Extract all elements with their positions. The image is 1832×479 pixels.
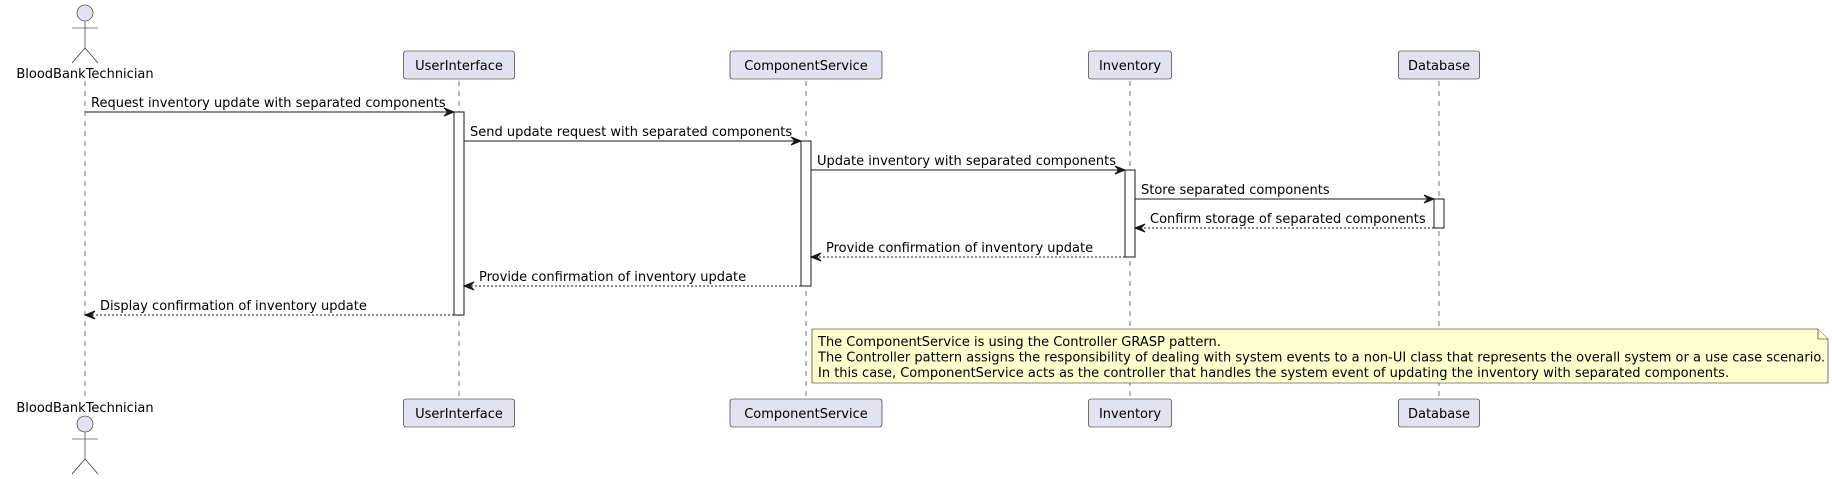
participant-label: Database — [1408, 407, 1470, 422]
arrowhead-icon — [443, 107, 456, 117]
participant-service-bottom: ComponentService — [729, 398, 883, 428]
message-7: Provide confirmation of inventory update — [462, 270, 801, 291]
participant-label: ComponentService — [744, 407, 868, 422]
arrowhead-icon — [83, 310, 96, 320]
participant-box — [729, 50, 883, 80]
participant-box — [403, 398, 515, 428]
activation-bar-ui — [453, 111, 465, 316]
arrowhead-icon — [790, 136, 803, 146]
participant-service-top: ComponentService — [729, 50, 883, 80]
activation-bar-database — [1433, 198, 1445, 229]
note-line: The ComponentService is using the Contro… — [817, 335, 1221, 350]
message-label: Request inventory update with separated … — [91, 96, 446, 111]
message-3: Update inventory with separated componen… — [811, 154, 1127, 175]
arrowhead-icon — [1423, 194, 1436, 204]
activation-bar-inventory — [1124, 169, 1136, 258]
note-fold-icon — [1817, 329, 1828, 340]
participant-database-top: Database — [1398, 50, 1480, 80]
participant-label: UserInterface — [415, 407, 503, 422]
message-2: Send update request with separated compo… — [464, 125, 803, 146]
participant-inventory-top: Inventory — [1088, 50, 1172, 80]
arrowhead-icon — [809, 252, 822, 262]
note-box — [811, 328, 1829, 384]
arrowhead-icon — [1133, 223, 1146, 233]
participant-box — [1088, 398, 1172, 428]
participant-technician-top: BloodBankTechnician — [16, 4, 154, 82]
actor-label: BloodBankTechnician — [16, 67, 153, 82]
participant-technician-bottom: BloodBankTechnician — [16, 401, 154, 475]
actor-label: BloodBankTechnician — [16, 401, 153, 416]
actor-icon — [71, 4, 99, 64]
message-6: Provide confirmation of inventory update — [809, 241, 1125, 262]
participant-ui-top: UserInterface — [403, 50, 515, 80]
participant-label: ComponentService — [744, 59, 868, 74]
note: The ComponentService is using the Contro… — [811, 328, 1829, 384]
message-label: Store separated components — [1141, 183, 1330, 198]
participant-box — [729, 398, 883, 428]
message-label: Confirm storage of separated components — [1150, 212, 1426, 227]
participant-box — [1088, 50, 1172, 80]
message-4: Store separated components — [1135, 183, 1436, 204]
message-label: Provide confirmation of inventory update — [826, 241, 1093, 256]
participant-box — [1398, 50, 1480, 80]
note-line: In this case, ComponentService acts as t… — [818, 366, 1729, 381]
participant-label: Inventory — [1099, 59, 1161, 74]
participant-label: Database — [1408, 59, 1470, 74]
message-label: Display confirmation of inventory update — [100, 299, 367, 314]
participant-box — [403, 50, 515, 80]
message-5: Confirm storage of separated components — [1133, 212, 1434, 233]
participant-box — [1398, 398, 1480, 428]
message-label: Provide confirmation of inventory update — [479, 270, 746, 285]
participant-label: Inventory — [1099, 407, 1161, 422]
arrowhead-icon — [1114, 165, 1127, 175]
actor-icon — [71, 415, 99, 475]
message-8: Display confirmation of inventory update — [83, 299, 454, 320]
activation-bar-service — [800, 140, 812, 287]
participant-database-bottom: Database — [1398, 398, 1480, 428]
participant-inventory-bottom: Inventory — [1088, 398, 1172, 428]
participant-label: UserInterface — [415, 59, 503, 74]
participant-ui-bottom: UserInterface — [403, 398, 515, 428]
arrowhead-icon — [462, 281, 475, 291]
message-1: Request inventory update with separated … — [85, 96, 456, 117]
message-label: Send update request with separated compo… — [470, 125, 792, 140]
message-label: Update inventory with separated componen… — [817, 154, 1116, 169]
note-line: The Controller pattern assigns the respo… — [817, 351, 1825, 366]
